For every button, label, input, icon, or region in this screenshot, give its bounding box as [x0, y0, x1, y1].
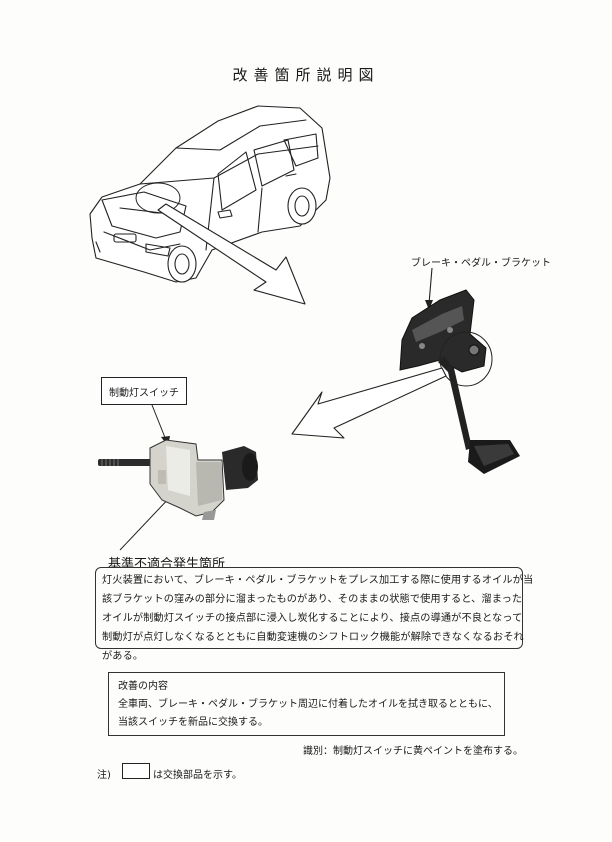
identification-note: 識別：制動灯スイッチに黄ペイントを塗布する。	[303, 746, 523, 757]
defect-location-leader	[119, 493, 174, 551]
defect-line: がある。	[102, 651, 144, 662]
improvement-line: 当該スイッチを新品に交換する。	[118, 717, 268, 728]
defect-line: 制動灯が点灯しなくなるとともに自動変速機のシフトロック機能が解除できなくなるおそ…	[102, 632, 524, 643]
switch-label: 制動灯スイッチ	[109, 387, 179, 399]
legend-text: は交換部品を示す。	[153, 770, 242, 781]
page-title: 改善箇所説明図	[232, 66, 380, 84]
car-location-circle	[135, 182, 181, 214]
improvement-line: 全車両、ブレーキ・ペダル・ブラケット周辺に付着したオイルを拭き取るとともに、	[118, 699, 498, 710]
brake-light-switch-illustration	[98, 439, 258, 520]
suv-illustration	[89, 105, 331, 283]
defect-line: オイルが制動灯スイッチの接点部に浸入し炭化することにより、接点の導通が不良となっ…	[102, 613, 523, 624]
brake-pedal-bracket-illustration	[399, 289, 520, 474]
legend-swatch	[122, 763, 150, 779]
defect-line: 灯火装置において、ブレーキ・ペダル・ブラケットをプレス加工する際に使用するオイル…	[102, 575, 534, 586]
bracket-label: ブレーキ・ペダル・ブラケット	[411, 258, 551, 269]
improvement-box: 改善の内容 全車両、ブレーキ・ペダル・ブラケット周辺に付着したオイルを拭き取ると…	[108, 672, 505, 736]
arrow-bracket-to-switch-icon	[291, 367, 447, 439]
legend-prefix: 注)	[97, 770, 111, 781]
bracket-leader-line	[428, 267, 433, 305]
defect-description-box: 灯火装置において、ブレーキ・ペダル・ブラケットをプレス加工する際に使用するオイル…	[95, 567, 534, 662]
switch-label-leader	[151, 404, 167, 441]
switch-location-circle	[439, 331, 493, 387]
improvement-heading: 改善の内容	[118, 681, 168, 692]
defect-line: 該ブラケットの窪みの部分に溜まったものがあり、そのままの状態で使用すると、溜まっ…	[102, 594, 523, 605]
switch-label-box: 制動灯スイッチ	[101, 377, 187, 405]
arrow-car-to-bracket-icon	[157, 203, 306, 305]
